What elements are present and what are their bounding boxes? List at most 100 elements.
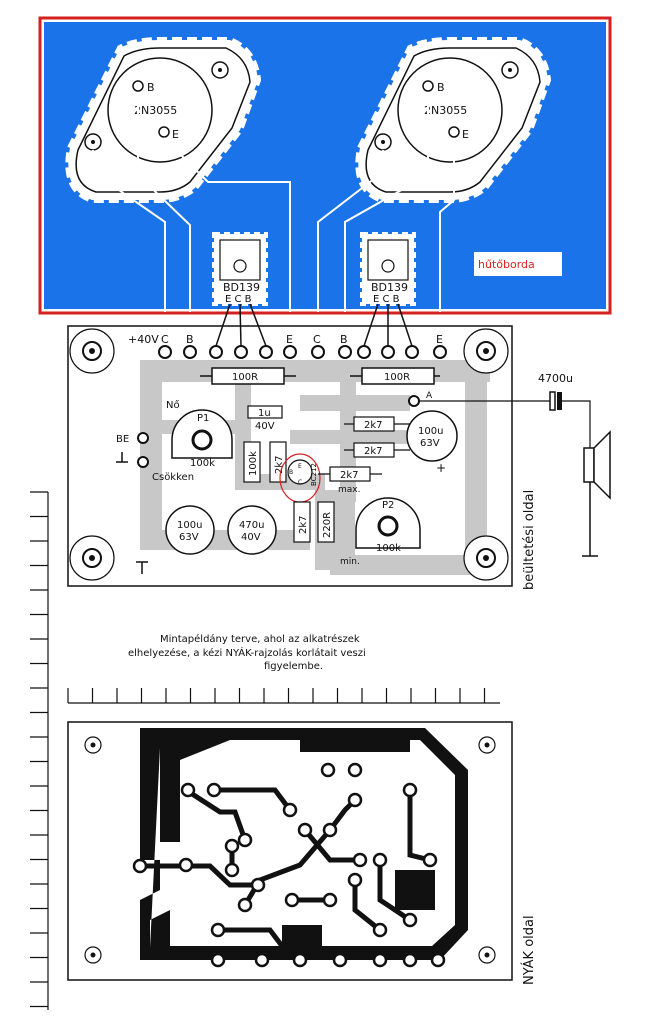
cap-470u-value: 470u (239, 520, 264, 531)
cap-100u-right-voltage: 63V (420, 438, 440, 449)
component-side-label: beültetési oldal (522, 490, 537, 590)
cap-100u-left-voltage: 63V (179, 532, 199, 543)
input-pads (116, 432, 149, 468)
driver-transistor-right: BD139 E C B (360, 232, 416, 306)
solder-pad (180, 782, 196, 798)
pot-p1-name: P1 (197, 413, 209, 424)
cap-1u-value: 1u (258, 408, 271, 419)
connector-label-b1: B (186, 333, 194, 346)
driver-transistor-left: BD139 E C B (212, 232, 268, 306)
solder-pad (237, 832, 253, 848)
solder-pad (347, 792, 363, 808)
solder-pad (237, 897, 253, 913)
label-min: min. (340, 557, 360, 567)
solder-pad (250, 877, 266, 893)
solder-pad (292, 952, 308, 968)
cap-100u-right-plus: + (436, 461, 446, 475)
note-line-2: elhelyezése, a kézi NYÁK-rajzolás korlát… (128, 646, 366, 659)
power-transistor-right-b: B (437, 81, 445, 94)
solder-pad (178, 857, 194, 873)
connector-label-c1: C (161, 333, 169, 346)
power-transistor-right: B 2N3055 E (355, 37, 552, 203)
resistor-100k-value: 100k (248, 451, 259, 476)
solder-pad (284, 892, 300, 908)
transistor-bc212: BC212 B E C (279, 453, 321, 503)
transistor-bc212-pin-e: E (298, 463, 302, 470)
solder-pad (322, 892, 338, 908)
pot-p2-value: 100k (376, 543, 401, 554)
cap-1u: 1u 40V (247, 405, 283, 432)
solder-pad (322, 822, 338, 838)
heatsink-panel: B 2N3055 E B 2N3055 E (38, 16, 612, 315)
solder-pad (372, 952, 388, 968)
pcb-side-label: NYÁK oldal (521, 915, 537, 985)
resistor-2k7-vertical-b: 2k7 (293, 501, 311, 543)
speaker-cap-value: 4700u (538, 372, 573, 385)
resistor-2k7-b-value: 2k7 (364, 446, 383, 457)
resistor-2k7-vert-b-value: 2k7 (298, 515, 309, 534)
component-side-board: +40V C B E C B E 100R 100R P1 (67, 303, 550, 590)
resistor-100r-left: 100R (200, 367, 296, 385)
resistor-2k7-c: 2k7 (318, 466, 382, 482)
solder-pad (297, 822, 313, 838)
mounting-holes-top (69, 328, 509, 581)
heatsink-label-box (474, 252, 562, 276)
cap-100u-left-value: 100u (177, 520, 202, 531)
connector-label-b2: B (340, 333, 348, 346)
power-transistor-right-type: 2N3055 (424, 104, 467, 117)
resistor-2k7-vertical-a: 2k7 (269, 441, 287, 483)
pcb-mounting-holes (84, 736, 496, 964)
solder-pad (206, 782, 222, 798)
solder-pad (210, 952, 226, 968)
solder-pad (254, 952, 270, 968)
connector-labels: +40V C B E C B E (128, 333, 443, 346)
solder-pad (422, 852, 438, 868)
solder-pad (402, 912, 418, 928)
cap-100u-left: 100u 63V (165, 505, 215, 555)
transistor-bc212-type: BC212 (310, 463, 318, 486)
solder-pad (402, 782, 418, 798)
point-a-label: A (426, 391, 433, 401)
resistor-2k7-a: 2k7 (344, 416, 410, 432)
note-line-1: Mintapéldány terve, ahol az alkatrészek (160, 633, 360, 645)
solder-pad (372, 852, 388, 868)
resistor-100k-vertical: 100k (243, 441, 261, 483)
power-transistor-left-e: E (172, 128, 179, 141)
ruler-vertical (30, 491, 49, 1010)
label-input: BE (116, 434, 129, 445)
ruler-horizontal (67, 688, 500, 704)
copper-traces (140, 728, 468, 960)
solder-pad (347, 762, 363, 778)
resistor-220r-vertical: 220R (317, 501, 335, 543)
label-max: max. (338, 485, 360, 495)
connector-pads (158, 345, 447, 359)
resistor-2k7-a-value: 2k7 (364, 420, 383, 431)
solder-pad (347, 872, 363, 888)
resistor-2k7-vert-a-value: 2k7 (274, 455, 285, 474)
solder-pad (332, 952, 348, 968)
cap-470u-voltage: 40V (241, 532, 261, 543)
driver-transistor-left-pins: E C B (225, 294, 252, 305)
driver-leads (215, 303, 413, 347)
power-transistor-right-e: E (462, 128, 469, 141)
connector-label-e2: E (436, 333, 443, 346)
speaker-output: 4700u (538, 372, 611, 557)
note-line-3: figyelembe. (264, 661, 323, 672)
solder-pad (224, 862, 240, 878)
transistor-bc212-pin-b: B (289, 469, 293, 476)
pot-p2: P2 100k (355, 497, 421, 554)
resistor-100r-right: 100R (350, 367, 440, 385)
resistor-100r-left-value: 100R (232, 372, 258, 383)
transistor-bc212-pin-c: C (298, 479, 302, 486)
solder-pad (210, 922, 226, 938)
solder-pad (282, 802, 298, 818)
copper-lines (137, 787, 433, 953)
resistor-2k7-c-value: 2k7 (340, 470, 359, 481)
solder-pad (352, 852, 368, 868)
cap-100u-right: 100u 63V + (406, 410, 458, 475)
pot-p1: P1 100k (171, 409, 233, 469)
ground-symbol (136, 561, 148, 574)
solder-pad (132, 858, 148, 874)
driver-transistor-left-type: BD139 (223, 281, 260, 294)
label-decrease: Csökken (152, 472, 194, 483)
